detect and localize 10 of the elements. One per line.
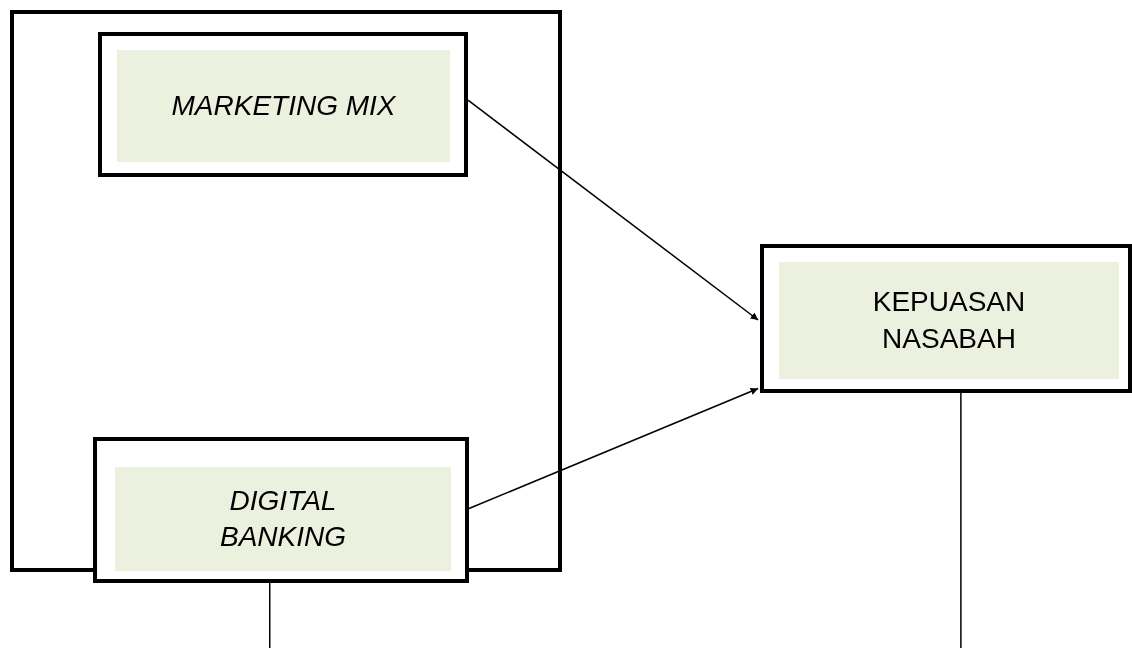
- concept-box: [98, 32, 468, 177]
- concept-label: MARKETING MIX: [171, 88, 396, 123]
- arrow: [467, 99, 759, 321]
- concept-box: [760, 244, 1132, 393]
- concept-label: KEPUASAN NASABAH: [871, 285, 1027, 356]
- concept-label: DIGITAL BANKING: [219, 483, 347, 554]
- concept-box: [93, 437, 469, 583]
- line: [268, 582, 271, 648]
- arrow: [468, 387, 759, 510]
- line: [960, 392, 962, 648]
